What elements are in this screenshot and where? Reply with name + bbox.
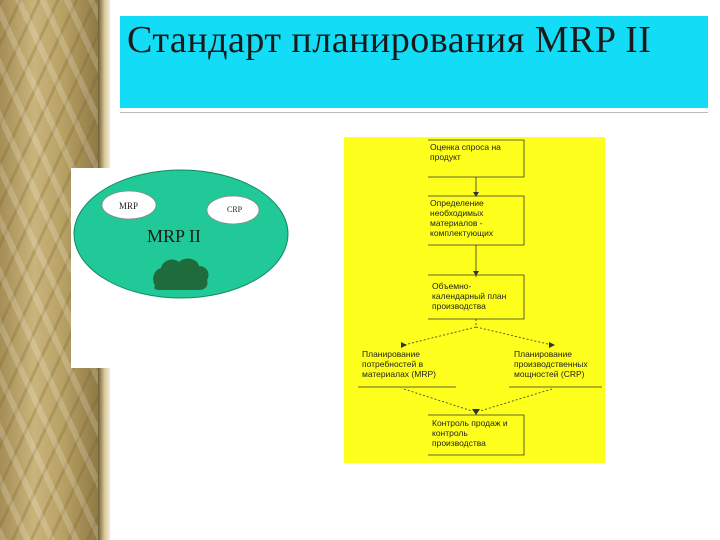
flow-box-mrp: Планирование потребностей в материалах (…: [362, 349, 436, 379]
flow-box-demand: Оценка спроса на продукт: [430, 142, 501, 162]
flow-box-master-schedule: Объемно-календарный план производства: [432, 281, 507, 311]
flow-box-materials: Определение необходимых материалов - ком…: [430, 198, 494, 238]
crp-label: CRP: [227, 205, 243, 214]
mrp-label: MRP: [119, 201, 139, 211]
flow-box-crp: Планирование производственных мощностей …: [514, 349, 588, 379]
arrow-1: [473, 192, 479, 197]
split-right: [475, 326, 553, 346]
split-left: [403, 326, 477, 346]
merge-right: [479, 388, 553, 412]
flowchart-lines: [358, 139, 602, 456]
slide-title: Стандарт планирования MRP II: [127, 19, 652, 61]
merge-left: [403, 388, 473, 412]
mrp2-label: MRP II: [147, 226, 201, 246]
arrow-right: [549, 342, 555, 348]
mrp2-diagram: MRP CRP MRP II: [71, 168, 289, 368]
title-box: Стандарт планирования MRP II: [120, 16, 708, 108]
title-divider: [120, 112, 708, 113]
mrp2-flowchart: Оценка спроса на продукт Определение нео…: [344, 137, 605, 463]
crp-bubble: [206, 195, 260, 225]
arrow-merge: [472, 409, 480, 415]
flow-box-control: Контроль продаж и контроль производства: [432, 418, 508, 448]
arrow-2: [473, 271, 479, 276]
arrow-left: [401, 342, 407, 348]
cloud-shape: [153, 258, 209, 290]
mrp2-diagram-graphic: [73, 169, 289, 299]
mrp-bubble: [101, 190, 157, 220]
